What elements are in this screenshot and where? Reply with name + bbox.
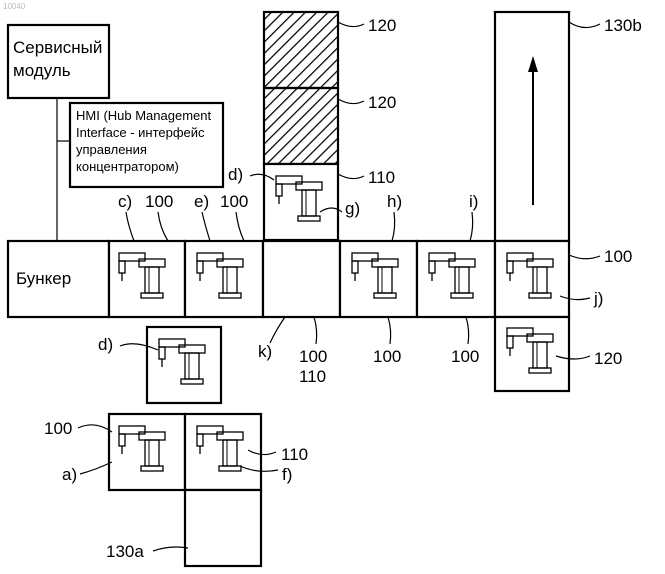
hmi-line-4: концентратором) xyxy=(76,159,179,174)
ref-100-right: 100 xyxy=(604,247,632,266)
leader-a xyxy=(80,462,112,474)
leader-130b xyxy=(569,22,600,28)
leader-120b xyxy=(338,99,364,104)
bunker-label: Бункер xyxy=(16,269,71,288)
letter-j: j) xyxy=(593,289,603,308)
ref-130a: 130a xyxy=(106,542,144,561)
letter-f: f) xyxy=(282,465,292,484)
letter-g: g) xyxy=(345,199,360,218)
ref-120a: 120 xyxy=(368,16,396,35)
hmi-line-1: HMI (Hub Management xyxy=(76,108,211,123)
ref-100c: 100 xyxy=(145,192,173,211)
letter-c: c) xyxy=(118,192,132,211)
ref-120b: 120 xyxy=(368,93,396,112)
letter-a: a) xyxy=(62,465,77,484)
ref-110-bottom: 110 xyxy=(281,445,308,464)
letter-h: h) xyxy=(387,192,402,211)
letter-d-top: d) xyxy=(228,165,243,184)
ref-120-right: 120 xyxy=(594,349,622,368)
module-k-empty xyxy=(263,241,340,317)
ref-110-top: 110 xyxy=(368,168,395,187)
leader-130a xyxy=(153,547,188,551)
leader-100c xyxy=(158,212,168,241)
module-120-second xyxy=(264,88,338,164)
leader-100-right xyxy=(569,255,600,259)
letter-k: k) xyxy=(258,342,272,361)
leader-e xyxy=(202,212,210,241)
leader-c xyxy=(126,212,134,241)
figure-number: 10040 xyxy=(3,2,26,11)
leader-i xyxy=(470,212,473,241)
letter-d-mid: d) xyxy=(98,335,113,354)
leader-100-h xyxy=(388,317,391,344)
leader-h xyxy=(392,212,395,241)
letter-e: e) xyxy=(194,192,209,211)
ref-100-left: 100 xyxy=(44,419,72,438)
ref-130b: 130b xyxy=(604,16,642,35)
module-120-top xyxy=(264,12,338,88)
service-module-label-line1: Сервисный xyxy=(13,38,102,57)
leader-100-k xyxy=(314,317,317,344)
ref-100-k: 100 xyxy=(299,347,327,366)
ref-100-i: 100 xyxy=(451,347,479,366)
ref-100e: 100 xyxy=(220,192,248,211)
leader-100-i xyxy=(466,317,469,344)
leader-100-left xyxy=(78,425,112,432)
leader-120a xyxy=(338,22,364,27)
leader-110-top xyxy=(338,174,364,179)
hmi-line-2: Interface - интерфейс xyxy=(76,125,205,140)
leader-k xyxy=(270,317,285,343)
service-module-label-line2: модуль xyxy=(13,61,71,80)
hmi-line-3: управления xyxy=(76,142,147,157)
leader-100e xyxy=(236,212,244,241)
module-130a xyxy=(185,490,261,566)
letter-i: i) xyxy=(469,192,478,211)
ref-110-k: 110 xyxy=(299,367,326,386)
ref-100-h: 100 xyxy=(373,347,401,366)
